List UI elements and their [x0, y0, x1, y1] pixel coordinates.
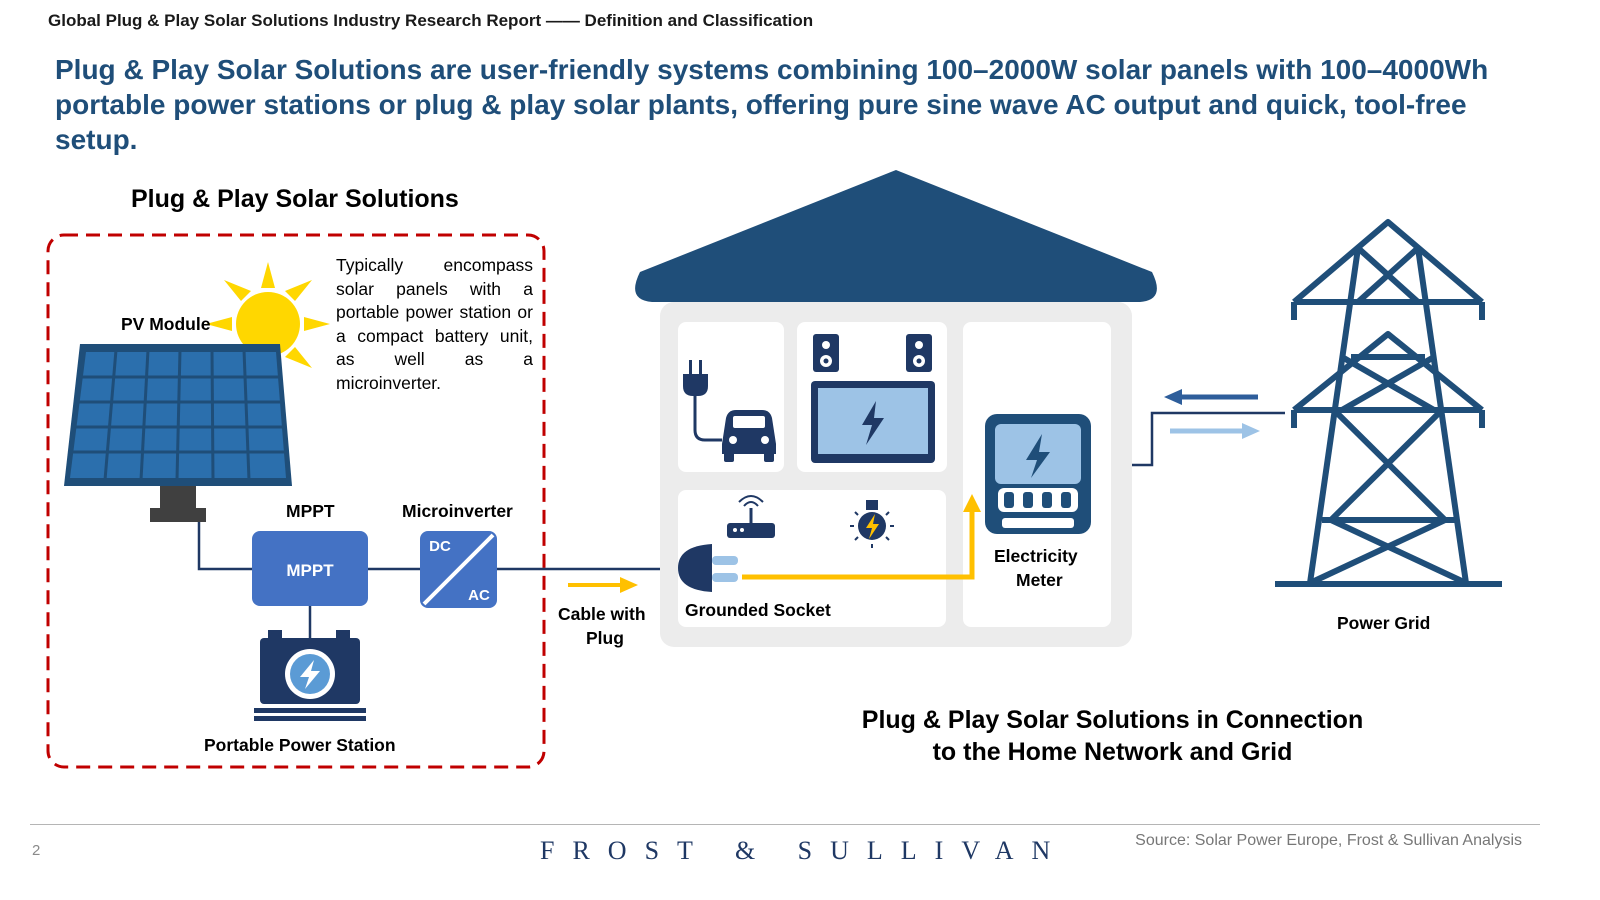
socket-icon — [678, 544, 738, 592]
meter-label-line1: Electricity — [994, 546, 1078, 566]
solution-description: Typically encompass solar panels with a … — [336, 255, 533, 393]
portable-power-station-label: Portable Power Station — [204, 735, 396, 755]
flow-arrow-icon — [568, 577, 638, 593]
power-grid-label: Power Grid — [1337, 613, 1431, 633]
report-header: Global Plug & Play Solar Solutions Indus… — [48, 11, 814, 30]
caption-line2: to the Home Network and Grid — [932, 738, 1293, 766]
figure-caption: Plug & Play Solar Solutions in Connectio… — [820, 704, 1405, 768]
bulb-icon — [850, 500, 894, 548]
meter-label-line2: Meter — [1016, 570, 1063, 590]
pylon-icon — [1275, 219, 1502, 587]
mppt-box — [252, 531, 368, 606]
microinverter-label: Microinverter — [402, 501, 513, 521]
arrow-right-icon — [1170, 423, 1260, 439]
ac-label: AC — [468, 587, 490, 604]
meter-icon — [985, 414, 1091, 534]
speaker-icon — [813, 334, 839, 372]
speaker-icon — [906, 334, 932, 372]
page-number: 2 — [32, 842, 41, 859]
solar-panel-icon — [64, 344, 292, 522]
source-note: Source: Solar Power Europe, Frost & Sull… — [1135, 832, 1522, 849]
plug-icon — [683, 360, 722, 442]
caption-line1: Plug & Play Solar Solutions in Connectio… — [861, 706, 1364, 734]
cable-label-line2: Plug — [586, 628, 624, 648]
cable-label-line1: Cable with — [558, 604, 646, 624]
router-icon — [727, 495, 775, 538]
car-icon — [722, 410, 776, 462]
solution-boundary — [46, 233, 546, 769]
left-panel-title: Plug & Play Solar Solutions — [131, 185, 459, 213]
arrow-left-icon — [1164, 389, 1258, 405]
mppt-label: MPPT — [286, 501, 335, 521]
pv-module-label: PV Module — [121, 314, 211, 334]
mppt-box-label: MPPT — [286, 561, 334, 580]
headline: Plug & Play Solar Solutions are user-fri… — [55, 54, 1489, 155]
grounded-socket-label: Grounded Socket — [685, 600, 831, 620]
meter-flow-arrow — [742, 494, 981, 580]
dc-label: DC — [429, 538, 451, 555]
brand-logo: FROST & SULLIVAN — [540, 836, 1069, 865]
tv-icon — [811, 381, 935, 463]
battery-icon — [254, 630, 366, 721]
microinverter-icon: DC AC — [420, 531, 497, 608]
footer-divider — [30, 824, 1540, 825]
